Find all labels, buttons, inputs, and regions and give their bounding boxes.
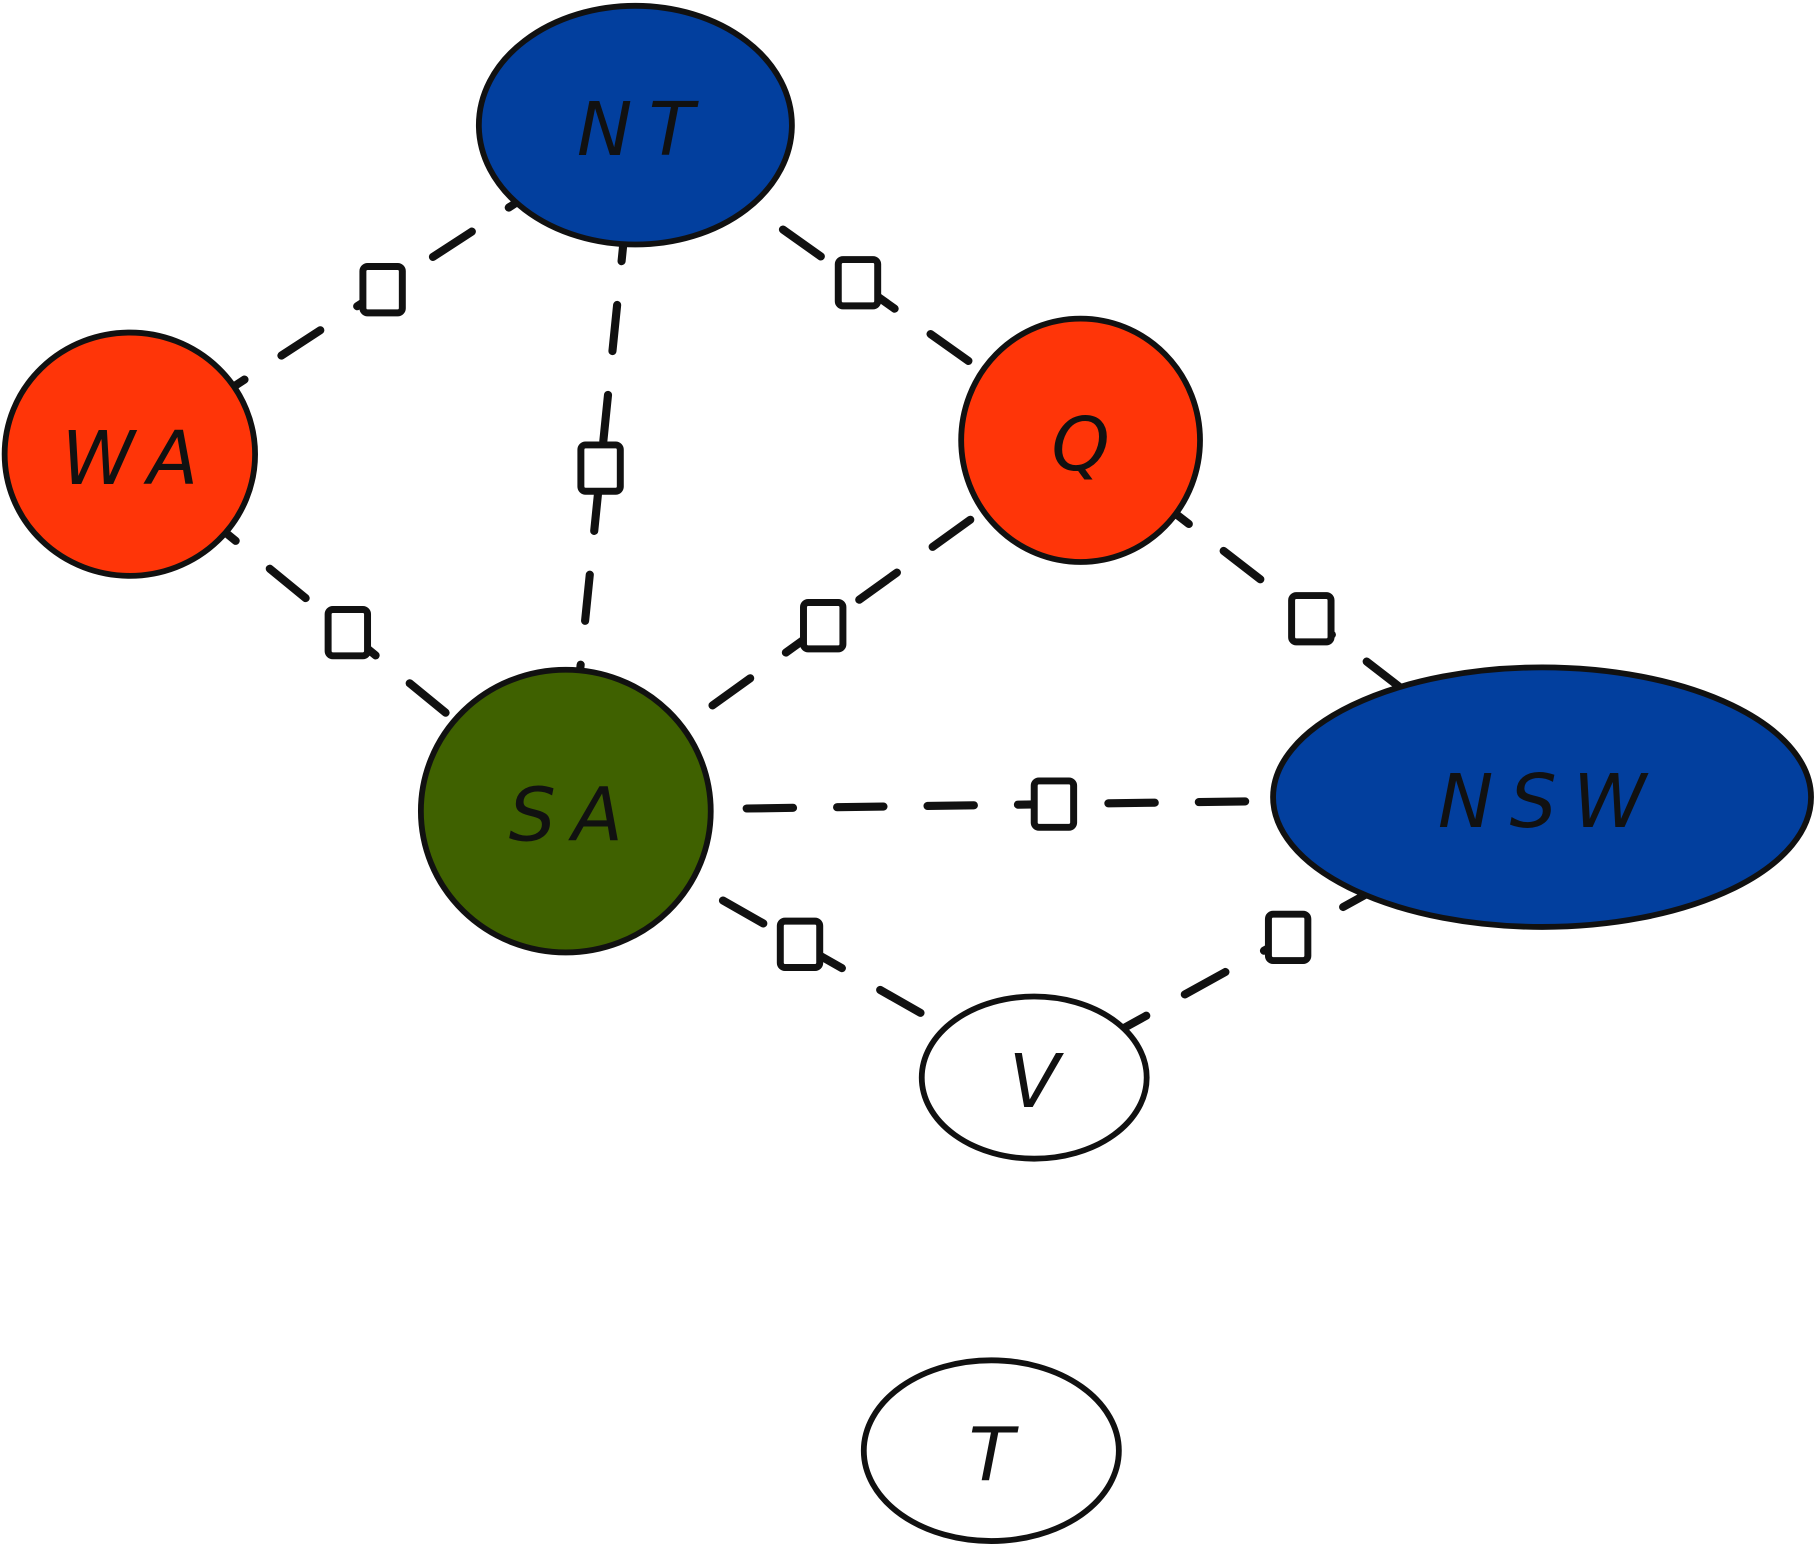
node-sa: SA — [417, 666, 714, 956]
constraint-factor-square — [800, 599, 847, 653]
factors-layer — [324, 256, 1335, 971]
node-label: Q — [1051, 402, 1126, 488]
constraint-factor-square — [776, 917, 824, 971]
constraint-factor-square — [1288, 592, 1335, 646]
node-nt: NT — [475, 2, 795, 248]
node-t: T — [860, 1357, 1122, 1544]
node-ellipse — [958, 315, 1203, 565]
node-ellipse — [860, 1357, 1122, 1544]
constraint-factor-square — [577, 441, 624, 495]
node-ellipse — [417, 666, 714, 956]
constraint-factor-square — [1030, 777, 1078, 831]
node-ellipse — [475, 2, 795, 248]
constraint-factor-square — [834, 256, 882, 310]
node-label: T — [969, 1412, 1031, 1498]
node-label: WA — [62, 416, 215, 502]
node-v: V — [918, 993, 1150, 1162]
node-wa: WA — [1, 329, 258, 579]
node-ellipse — [1, 329, 258, 579]
node-label: NT — [577, 87, 710, 173]
node-q: Q — [958, 315, 1203, 565]
node-label: NSW — [1438, 759, 1663, 845]
node-nsw: NSW — [1270, 664, 1814, 930]
node-label: SA — [509, 773, 639, 859]
constraint-factor-square — [359, 263, 406, 317]
node-label: V — [1009, 1039, 1076, 1125]
node-ellipse — [1270, 664, 1814, 930]
node-ellipse — [918, 993, 1150, 1162]
constraint-factor-square — [324, 605, 372, 660]
constraint-factor-square — [1264, 910, 1312, 965]
